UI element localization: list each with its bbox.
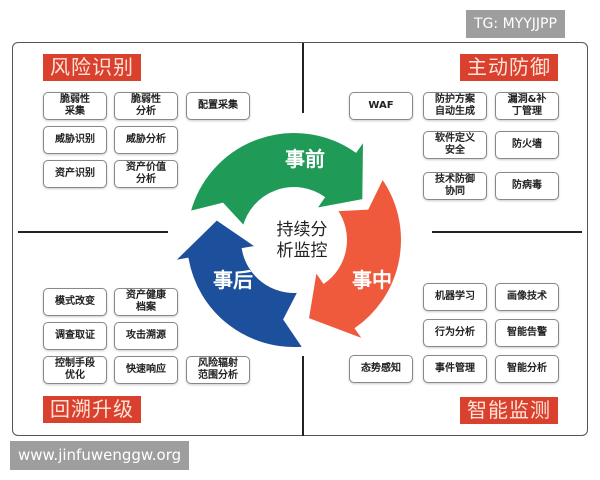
arrow-during (306, 176, 403, 342)
defense-item: 防病毒 (495, 172, 559, 200)
center-label: 持续分析监控 (277, 220, 328, 261)
watermark-bottom: www.jinfuwenggw.org (10, 441, 190, 470)
trace-item: 快速响应 (114, 356, 178, 384)
monitor-item: 事件管理 (423, 355, 487, 383)
risk-item: 脆弱性 分析 (114, 92, 178, 120)
trace-item: 攻击溯源 (114, 322, 178, 350)
monitor-item: 智能分析 (495, 355, 559, 383)
defense-item: WAF (349, 92, 413, 120)
monitor-item: 智能告警 (495, 319, 559, 347)
defense-item: 技术防御 协同 (423, 172, 487, 200)
monitor-item: 行为分析 (423, 319, 487, 347)
header-trace-upgrade: 回溯升级 (43, 396, 141, 423)
label-during: 事中 (352, 268, 392, 292)
trace-item: 控制手段 优化 (43, 356, 107, 384)
divider-left (18, 231, 168, 233)
monitor-item: 机器学习 (423, 283, 487, 311)
trace-item: 模式改变 (43, 288, 107, 316)
defense-item: 防火墙 (495, 131, 559, 159)
divider-bottom (302, 356, 304, 436)
trace-item: 资产健康 档案 (114, 288, 178, 316)
risk-item: 威胁识别 (43, 126, 107, 154)
divider-right (432, 231, 582, 233)
risk-item: 威胁分析 (114, 126, 178, 154)
risk-item: 脆弱性 采集 (43, 92, 107, 120)
arrow-after (170, 218, 306, 350)
risk-item: 资产识别 (43, 160, 107, 188)
trace-item: 调查取证 (43, 322, 107, 350)
label-after: 事后 (213, 268, 253, 292)
diagram-frame (12, 42, 588, 436)
header-active-defense: 主动防御 (460, 54, 558, 81)
defense-item: 防护方案 自动生成 (423, 92, 487, 120)
risk-item: 资产价值 分析 (114, 160, 178, 188)
risk-item: 配置采集 (186, 92, 250, 120)
trace-item: 风险辐射 范围分析 (186, 356, 250, 384)
label-before: 事前 (285, 147, 325, 171)
header-smart-monitoring: 智能监测 (460, 397, 558, 424)
monitor-item: 画像技术 (495, 283, 559, 311)
divider-top (302, 43, 304, 113)
arrow-before (188, 131, 366, 229)
header-risk-identification: 风险识别 (43, 54, 141, 81)
monitor-item: 态势感知 (349, 355, 413, 383)
defense-item: 漏洞&补 丁管理 (495, 92, 559, 120)
watermark-top: TG: MYYJJPP (466, 10, 565, 38)
defense-item: 软件定义 安全 (423, 131, 487, 159)
